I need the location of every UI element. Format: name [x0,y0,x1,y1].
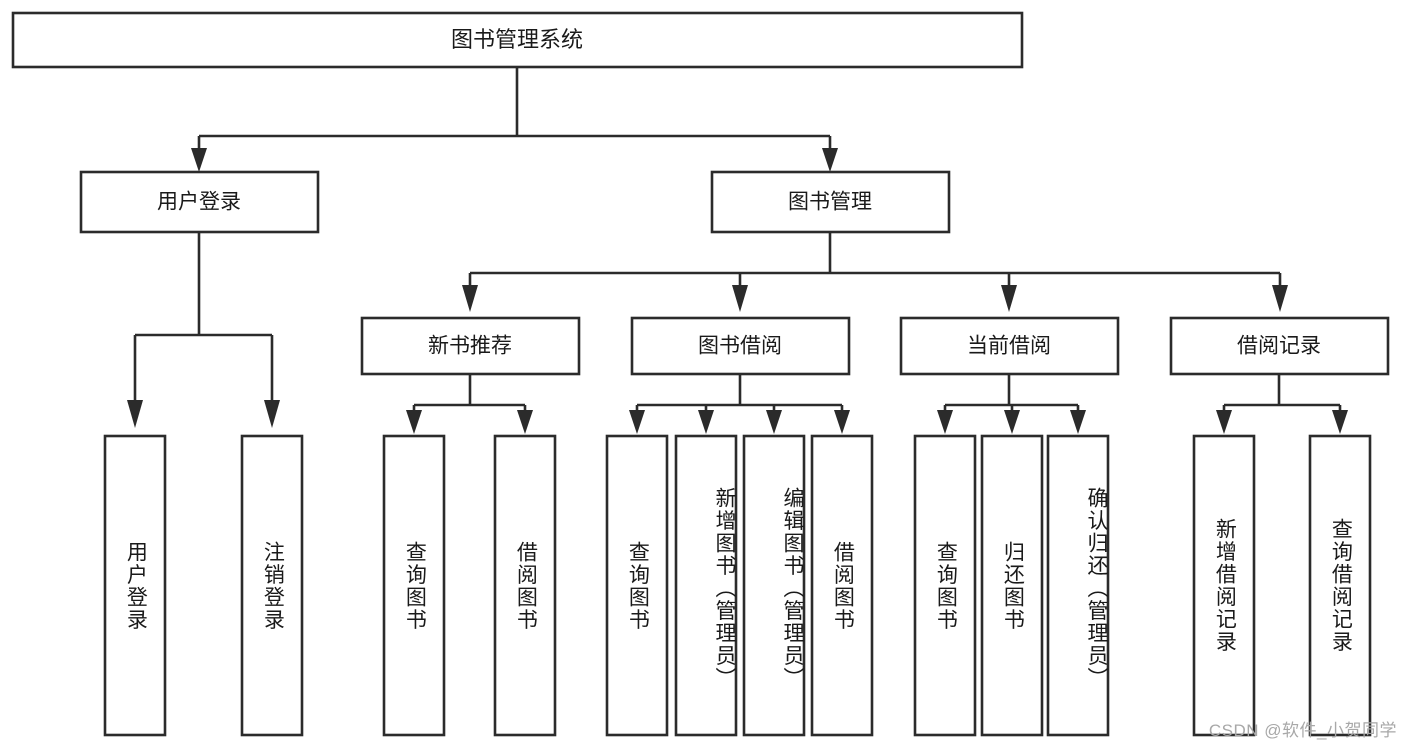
connector-root-to-level1 [191,67,838,172]
node-leaf-add-book[interactable] [674,434,738,737]
node-root-title-label: 图书管理系统 [451,27,583,52]
node-leaf-confirm-return[interactable] [1046,434,1110,737]
node-leaf-query-book-3[interactable] [913,434,977,737]
node-book-management-label: 图书管理 [788,191,872,214]
node-leaf-edit-book[interactable] [742,434,806,737]
node-leaf-borrow-book-1[interactable] [493,434,557,737]
connector-bookborrow-to-leaves [629,374,850,434]
connector-bookmgmt-to-level2 [462,232,1288,312]
node-borrow-record[interactable]: 借阅记录 [1169,316,1390,376]
node-leaf-query-book-2[interactable] [605,434,669,737]
connector-borrowrecord-to-leaves [1216,374,1348,434]
node-leaf-borrow-book-2[interactable] [810,434,874,737]
node-leaf-return-book[interactable] [980,434,1044,737]
node-new-book-recommend[interactable]: 新书推荐 [360,316,581,376]
csdn-watermark: CSDN @软件_小贺同学 [1208,721,1397,740]
node-current-borrow[interactable]: 当前借阅 [899,316,1120,376]
node-leaf-query-record[interactable] [1308,434,1372,737]
node-book-borrow-label: 图书借阅 [698,335,782,358]
node-user-login[interactable]: 用户登录 [79,170,320,234]
node-root-title[interactable]: 图书管理系统 [11,11,1024,69]
node-current-borrow-label: 当前借阅 [967,335,1051,358]
node-leaf-logout[interactable] [240,434,304,737]
node-user-login-label: 用户登录 [157,191,241,214]
connector-newbook-to-leaves [406,374,533,434]
node-book-management[interactable]: 图书管理 [710,170,951,234]
node-leaf-user-login[interactable] [103,434,167,737]
node-leaf-query-book-1[interactable] [382,434,446,737]
node-leaf-add-record[interactable] [1192,434,1256,737]
connector-userlogin-to-leaves [127,232,280,428]
node-borrow-record-label: 借阅记录 [1237,335,1321,358]
connector-currentborrow-to-leaves [937,374,1086,434]
node-new-book-recommend-label: 新书推荐 [428,335,512,358]
node-book-borrow[interactable]: 图书借阅 [630,316,851,376]
